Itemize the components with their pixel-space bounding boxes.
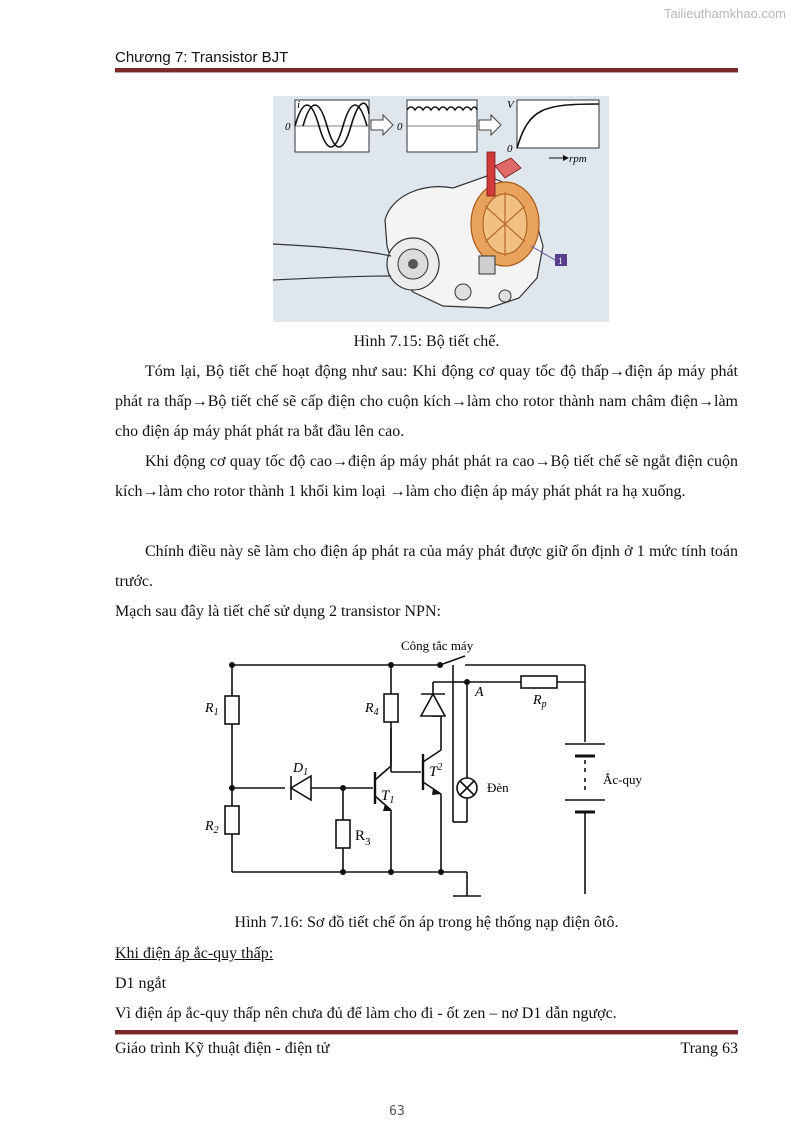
d1-sub: 1	[303, 767, 308, 778]
d1-label: D	[292, 761, 303, 776]
header-rule	[115, 68, 738, 73]
t2-label: T	[429, 764, 439, 780]
footer-rule	[115, 1030, 738, 1035]
figure2-caption: Hình 7.16: Sơ đồ tiết chế ổn áp trong hệ…	[234, 914, 619, 931]
zener-diode-d1	[289, 774, 312, 802]
r4-label: R	[364, 701, 374, 716]
svg-text:T1: T1	[381, 788, 394, 806]
resistor-r2	[224, 805, 240, 835]
arrow-icon	[478, 113, 502, 137]
graph-ac: 0 i	[285, 99, 370, 153]
figure1-caption: Hình 7.15: Bộ tiết chế.	[353, 333, 500, 350]
resistor-rp	[520, 675, 558, 689]
graph-voltage-rpm: V 0 rpm	[507, 99, 600, 165]
lamp-label: Đèn	[487, 780, 509, 795]
svg-text:R1: R1	[204, 701, 219, 718]
svg-text:R2: R2	[204, 819, 219, 836]
rp-sub: p	[541, 699, 547, 710]
r2-sub: 2	[214, 825, 219, 836]
resistor-r3	[335, 819, 351, 849]
graph2-zero: 0	[397, 121, 403, 133]
ignition-switch	[439, 655, 466, 666]
section-heading: Khi điện áp ắc-quy thấp:	[115, 945, 274, 962]
paragraph-1: Tóm lại, Bộ tiết chế hoạt động như sau: …	[115, 363, 738, 440]
battery-label: Ắc-quy	[603, 772, 642, 787]
r3-sub: 3	[365, 836, 371, 848]
r4-sub: 4	[374, 707, 379, 718]
graph1-axis-i: i	[297, 99, 300, 111]
r3-label: R	[355, 828, 365, 844]
footer-page-label: Trang 63	[680, 1040, 738, 1057]
graph3-axis-v: V	[507, 99, 515, 111]
paragraph-4: Mạch sau đây là tiết chế sử dụng 2 trans…	[115, 603, 441, 620]
callout-badge	[555, 254, 567, 266]
paragraph-3: Chính điều này sẽ làm cho điện áp phát r…	[115, 543, 738, 590]
watermark: Tailieuthamkhao.com	[663, 6, 786, 21]
arrow-icon	[370, 113, 394, 137]
svg-text:T2: T2	[429, 762, 442, 780]
paragraph-2: Khi động cơ quay tốc độ cao→điện áp máy …	[115, 453, 738, 500]
graph3-zero: 0	[507, 143, 513, 155]
alternator-illustration	[273, 151, 544, 309]
rp-label: R	[532, 693, 542, 708]
flyback-diode	[419, 692, 447, 717]
regulator-figure: 0 i 0 V 0 rpm 1	[273, 96, 609, 322]
callout-number: 1	[558, 256, 563, 266]
t1-sub: 1	[389, 795, 394, 806]
section-line-2: Vì điện áp ắc-quy thấp nên chưa đủ để là…	[115, 1005, 617, 1022]
r1-sub: 1	[214, 707, 219, 718]
graph3-axis-rpm: rpm	[569, 153, 587, 165]
switch-label: Công tắc máy	[401, 638, 474, 653]
graph-dc: 0	[397, 99, 478, 153]
r1-label: R	[204, 701, 214, 716]
svg-text:R3: R3	[355, 828, 371, 848]
chapter-header: Chương 7: Transistor BJT	[115, 49, 289, 66]
section-line-1: D1 ngắt	[115, 975, 167, 992]
node-a-label: A	[474, 685, 484, 700]
resistor-r1	[224, 695, 240, 725]
page-number: 63	[389, 1104, 405, 1119]
t1-label: T	[381, 788, 391, 804]
t2-sub: 2	[437, 762, 442, 773]
r2-label: R	[204, 819, 214, 834]
footer-book-title: Giáo trình Kỹ thuật điện - điện tử	[115, 1040, 330, 1057]
svg-text:D1: D1	[292, 761, 308, 778]
svg-text:R4: R4	[364, 701, 379, 718]
resistor-r4	[383, 693, 399, 723]
graph1-zero: 0	[285, 121, 291, 133]
svg-text:Rp: Rp	[532, 693, 547, 710]
regulator-circuit: Công tắc máy A R1 R2 R3 R4 Rp D1 T1 T2 Đ…	[204, 638, 642, 897]
